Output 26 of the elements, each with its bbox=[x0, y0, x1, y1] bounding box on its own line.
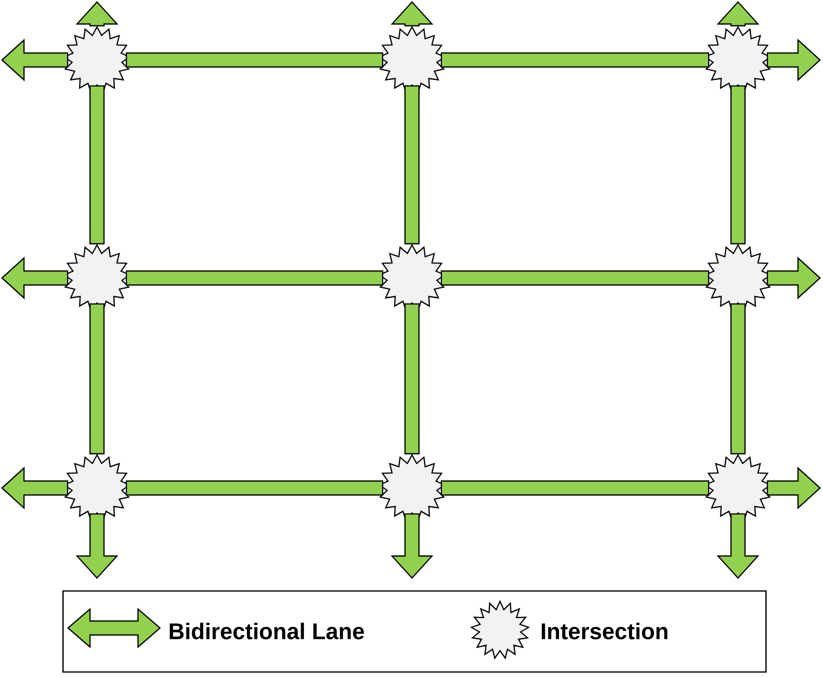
lane-arrow bbox=[89, 85, 105, 244]
lane-arrow bbox=[1, 466, 68, 510]
lane-arrow bbox=[126, 480, 384, 496]
lane-arrow bbox=[404, 303, 420, 454]
legend-text: Bidirectional Lane bbox=[170, 622, 364, 640]
lane-arrow bbox=[440, 270, 710, 286]
lane-arrow bbox=[1, 38, 68, 82]
lane-arrow bbox=[89, 303, 105, 454]
lane-arrow bbox=[716, 513, 760, 579]
lane-arrow bbox=[766, 466, 821, 510]
legend-text: Intersection bbox=[542, 622, 668, 640]
lane-arrow bbox=[76, 513, 118, 579]
lane-arrow bbox=[766, 256, 821, 300]
lane-arrow bbox=[76, 1, 118, 26]
lane-arrow bbox=[126, 270, 384, 286]
lane-arrow bbox=[404, 85, 420, 244]
lane-arrow bbox=[766, 38, 821, 82]
lane-arrow bbox=[716, 1, 760, 26]
lane-arrow bbox=[126, 52, 384, 68]
lane-arrow bbox=[1, 256, 68, 300]
lane-arrow bbox=[440, 52, 710, 68]
lane-arrow bbox=[390, 513, 434, 579]
lane-arrow bbox=[730, 85, 746, 244]
lane-arrow bbox=[440, 480, 710, 496]
lane-arrow bbox=[730, 303, 746, 454]
lane-arrow bbox=[390, 1, 434, 26]
